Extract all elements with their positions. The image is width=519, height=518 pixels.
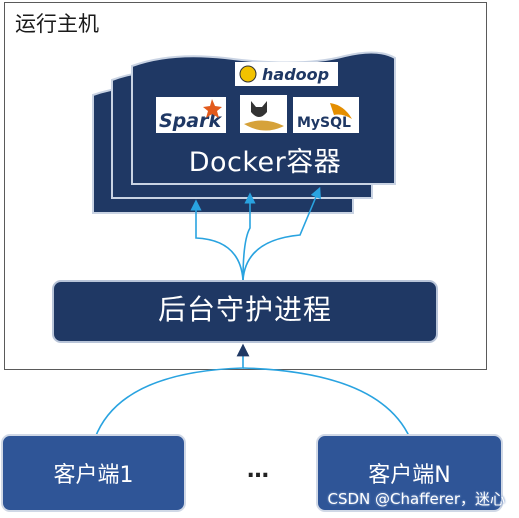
- clientN-label: 客户端N: [368, 463, 451, 488]
- client1-label: 客户端1: [53, 463, 134, 488]
- docker-container-label: Docker容器: [188, 147, 342, 178]
- host-frame: [4, 2, 487, 370]
- clients-ellipsis: …: [247, 458, 269, 483]
- client1-box: [1, 434, 186, 512]
- arrow-clientN-to-daemon: [242, 367, 411, 439]
- watermark: CSDN @Chafferer，迷心: [327, 490, 505, 508]
- hadoop-logo-icon: hadoop: [235, 62, 338, 86]
- spark-logo-text: Spark: [159, 110, 222, 132]
- tomcat-logo-icon: [240, 95, 287, 133]
- mysql-logo-icon: MySQL: [293, 97, 359, 133]
- arrow-client1-to-daemon: [94, 343, 250, 439]
- hadoop-logo-text: hadoop: [262, 65, 329, 84]
- host-title: 运行主机: [15, 12, 99, 36]
- clientN-box: [316, 434, 503, 512]
- arrow-daemon-to-container-middle: [242, 192, 256, 281]
- arrow-daemon-to-container-left: [190, 199, 244, 281]
- arrow-daemon-to-container-right: [242, 186, 322, 281]
- mysql-logo-text: MySQL: [297, 115, 351, 131]
- spark-logo-icon: Spark: [156, 97, 226, 133]
- daemon-box: [52, 280, 438, 343]
- daemon-label: 后台守护进程: [157, 293, 332, 326]
